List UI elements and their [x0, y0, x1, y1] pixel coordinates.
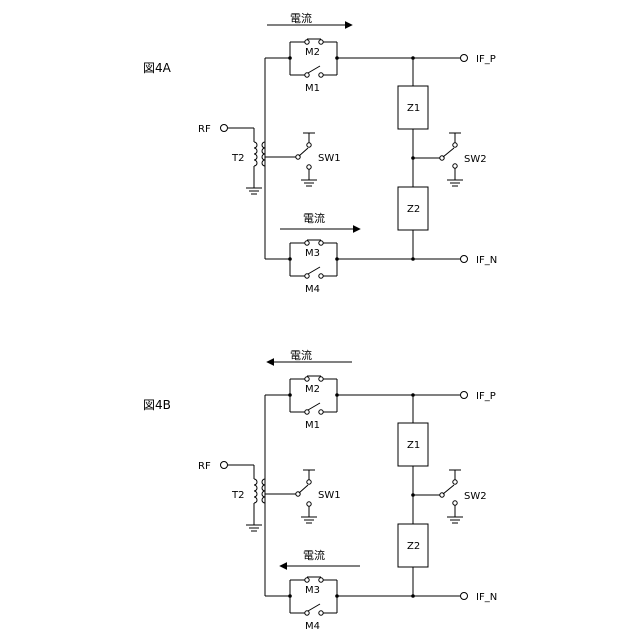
figure-4a: 図4A 電流 M2 M1	[143, 11, 497, 295]
switch-block-bottom: M3 M4	[265, 577, 339, 632]
transformer-t2: RF T2	[198, 124, 296, 194]
sw2-label: SW2	[464, 154, 487, 165]
if-p-label: IF_P	[476, 54, 496, 65]
current-label-top: 電流	[290, 348, 312, 362]
sw2-switch: SW2	[413, 133, 487, 186]
if-p-label: IF_P	[476, 391, 496, 402]
switch-block-top: M2 M1	[265, 39, 339, 94]
switch-block-bottom: M3 M4	[265, 240, 339, 295]
sw1-switch: SW1	[296, 470, 341, 523]
m1-label: M1	[305, 83, 320, 94]
current-label-bottom: 電流	[303, 548, 325, 562]
figure-title: 図4B	[143, 398, 171, 412]
figure-4b: 図4B 電流 M2 M1	[143, 348, 497, 632]
rf-label: RF	[198, 461, 211, 472]
rf-label: RF	[198, 124, 211, 135]
m1-label: M1	[305, 420, 320, 431]
m4-label: M4	[305, 621, 320, 632]
sw2-label: SW2	[464, 491, 487, 502]
switch-block-top: M2 M1	[265, 376, 339, 431]
t2-label: T2	[231, 490, 244, 501]
m4-label: M4	[305, 284, 320, 295]
t2-label: T2	[231, 153, 244, 164]
m3-label: M3	[305, 585, 320, 596]
sw1-label: SW1	[318, 490, 341, 501]
z2-label: Z2	[407, 541, 420, 552]
sw1-label: SW1	[318, 153, 341, 164]
m2-label: M2	[305, 384, 320, 395]
if-n-label: IF_N	[476, 592, 497, 603]
if-n-label: IF_N	[476, 255, 497, 266]
current-label-bottom: 電流	[303, 211, 325, 225]
z1-label: Z1	[407, 103, 420, 114]
current-label-top: 電流	[290, 11, 312, 25]
sw1-switch: SW1	[296, 133, 341, 186]
m3-label: M3	[305, 248, 320, 259]
transformer-t2: RF T2	[198, 461, 296, 531]
m2-label: M2	[305, 47, 320, 58]
figure-title: 図4A	[143, 61, 172, 75]
z2-label: Z2	[407, 204, 420, 215]
sw2-switch: SW2	[413, 470, 487, 523]
z1-label: Z1	[407, 440, 420, 451]
